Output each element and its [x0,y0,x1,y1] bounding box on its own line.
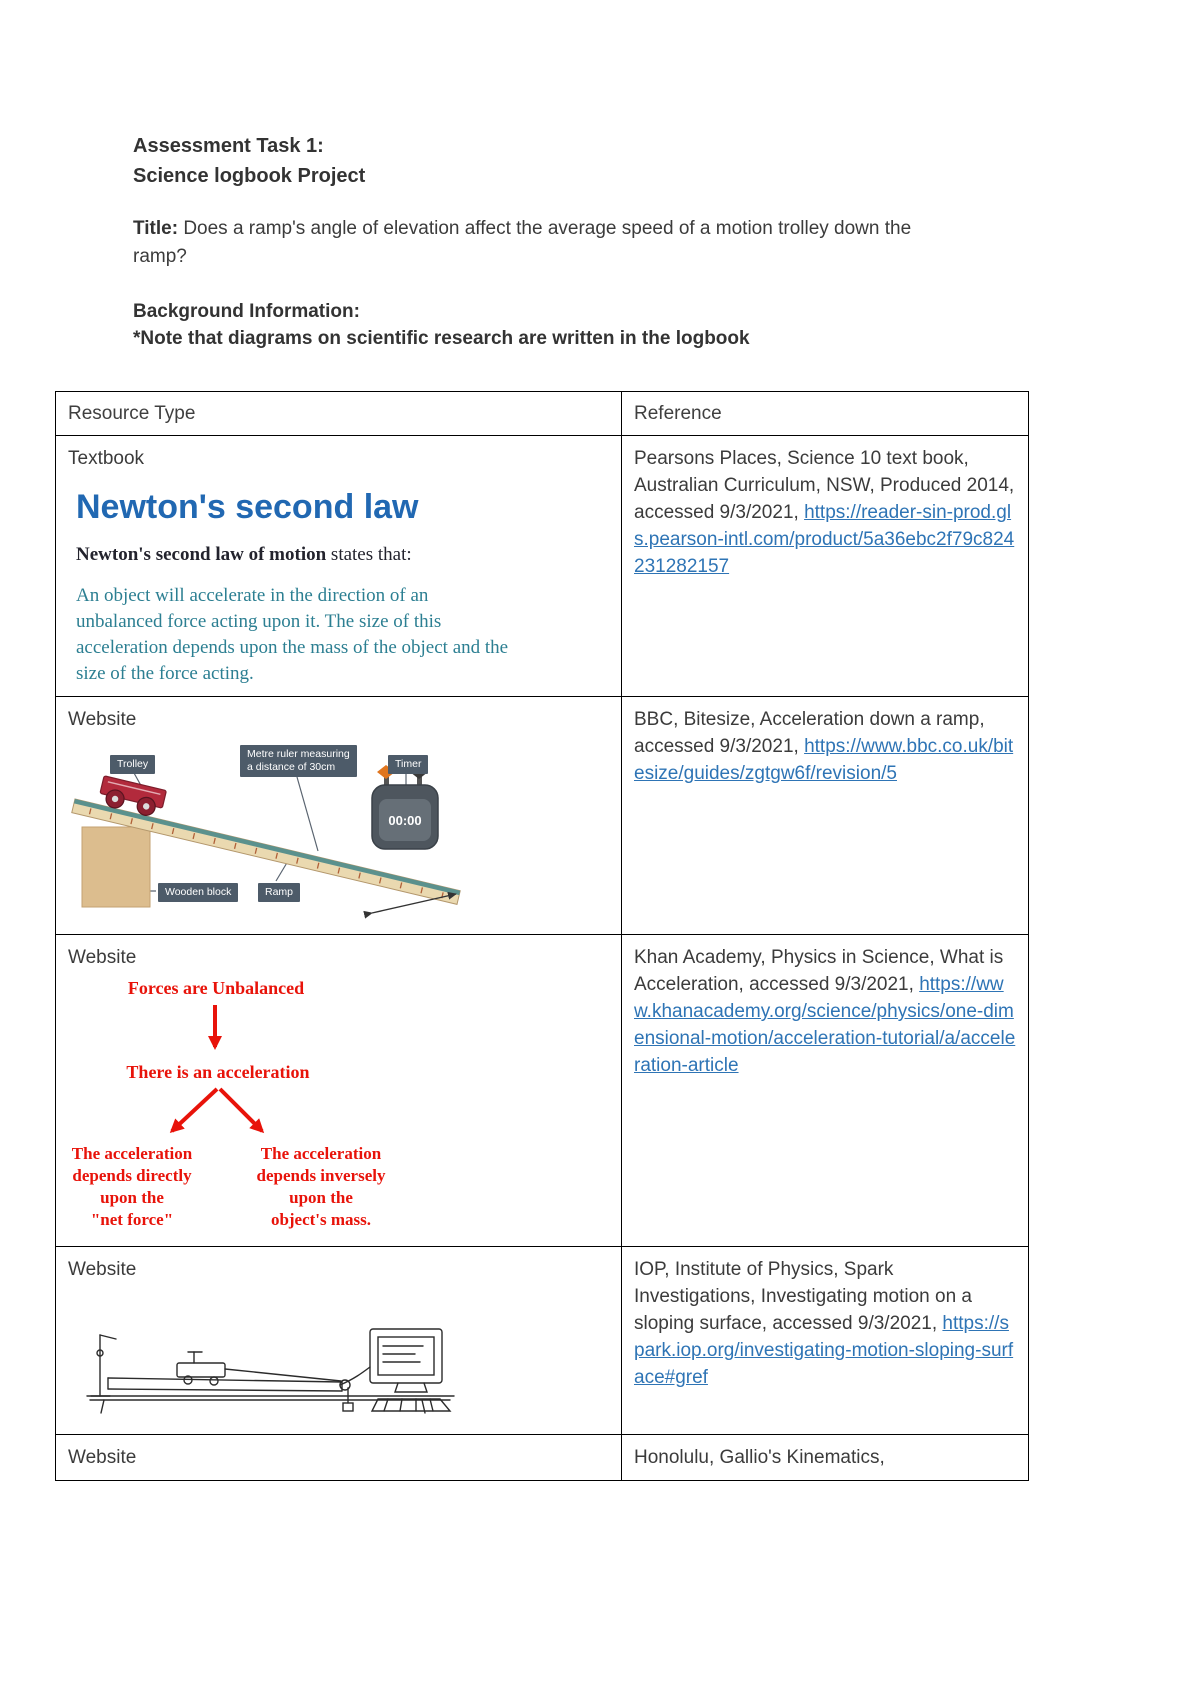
wooden-block [81,826,151,908]
flowchart-arrows [169,1005,265,1134]
forces-flowchart-figure: Forces are Unbalanced There is an accele… [68,977,458,1237]
reference-text: Khan Academy, Physics in Science, What i… [634,947,1004,995]
ramp-diagram: 00:00 [71,765,461,919]
background-heading: Background Information: [133,301,360,322]
resource-type-cell: Website [55,696,622,935]
table-row-textbook: Textbook Newton's second law Newton's se… [55,435,1029,697]
reference-link[interactable]: https://spark.iop.org/investigating-moti… [634,1313,1014,1388]
table-header-row: Resource Type Reference [55,391,1029,436]
newton-statement: Newton's second law of motion states tha… [76,541,546,568]
reference-cell: Honolulu, Gallio's Kinematics, [621,1434,1029,1481]
reference-cell: Khan Academy, Physics in Science, What i… [621,934,1029,1247]
iop-apparatus-sketch [86,1328,455,1414]
flowchart-middle-text: There is an acceleration [126,1062,310,1082]
newton-statement-bold: Newton's second law of motion [76,544,327,565]
newton-figure-heading: Newton's second law [76,488,419,526]
newton-statement-rest: states that: [326,544,412,565]
ramp-board [71,798,461,905]
resource-type-cell: Textbook Newton's second law Newton's se… [55,435,622,697]
document-header: Assessment Task 1: Science logbook Proje… [0,0,911,352]
flowchart-left-text: The acceleration depends directly upon t… [71,1144,193,1229]
metre-ruler-label: Metre ruler measuring a distance of 30cm [240,745,357,777]
resource-type: Website [68,709,137,730]
reference-cell: Pearsons Places, Science 10 text book, A… [621,435,1029,697]
resource-type: Website [68,1259,137,1280]
reference-text: Honolulu, Gallio's Kinematics, [634,1447,885,1468]
trolley-label: Trolley [110,755,156,774]
table-row-honolulu: Website Honolulu, Gallio's Kinematics, [55,1434,1029,1481]
timer-display: 00:00 [388,813,421,828]
title-text: Does a ramp's angle of elevation affect … [133,218,912,267]
newton-second-law-figure: Newton's second law Newton's second law … [76,488,546,687]
flowchart-right-text: The acceleration depends inversely upon … [256,1144,386,1229]
flowchart-top-text: Forces are Unbalanced [127,978,305,998]
resource-type-cell: Website Forces are Unbalanced There i [55,934,622,1247]
project-title: Science logbook Project [133,165,366,187]
column-header-reference: Reference [621,391,1029,436]
resource-type: Website [68,1447,137,1468]
reference-link[interactable]: https://www.khanacademy.org/science/phys… [634,974,1016,1076]
title-label: Title: [133,218,179,239]
column-header-resource-type: Resource Type [55,391,622,436]
reference-cell: IOP, Institute of Physics, Spark Investi… [621,1246,1029,1435]
reference-link[interactable]: https://www.bbc.co.uk/bitesize/guides/zg… [634,736,1014,784]
reference-text: Pearsons Places, Science 10 text book, A… [634,448,1015,523]
arrow-down-left [169,1087,219,1134]
reference-text: BBC, Bitesize, Acceleration down a ramp,… [634,709,985,757]
assessment-task-title: Assessment Task 1: [133,135,324,157]
timer-icon: 00:00 [371,765,439,850]
ramp-experiment-figure: 00:00 Trolley Metre ruler measuring a di… [70,741,470,919]
distance-arrow [363,891,457,919]
resource-type-cell: Website [55,1246,622,1435]
resource-type-cell: Website [55,1434,622,1481]
reference-text: IOP, Institute of Physics, Spark Investi… [634,1259,972,1334]
newton-body-text: An object will accelerate in the directi… [76,585,509,684]
trolley [99,775,167,816]
resource-type: Textbook [68,448,145,469]
table-row-khan: Website Forces are Unbalanced There i [55,934,1029,1247]
research-question: Title: Does a ramp's angle of elevation … [133,215,913,271]
note-line: *Note that diagrams on scientific resear… [133,328,750,349]
resources-table: Resource Type Reference Textbook Newton'… [55,391,1029,1481]
reference-cell: BBC, Bitesize, Acceleration down a ramp,… [621,696,1029,935]
table-row-bbc: Website [55,696,1029,935]
wooden-block-label: Wooden block [158,883,239,902]
table-row-iop: Website [55,1246,1029,1435]
reference-link[interactable]: https://reader-sin-prod.gls.pearson-intl… [634,502,1015,577]
ramp-label: Ramp [258,883,301,902]
arrow-down-right [218,1087,265,1134]
timer-label: Timer [388,755,429,774]
resource-type: Website [68,947,137,968]
